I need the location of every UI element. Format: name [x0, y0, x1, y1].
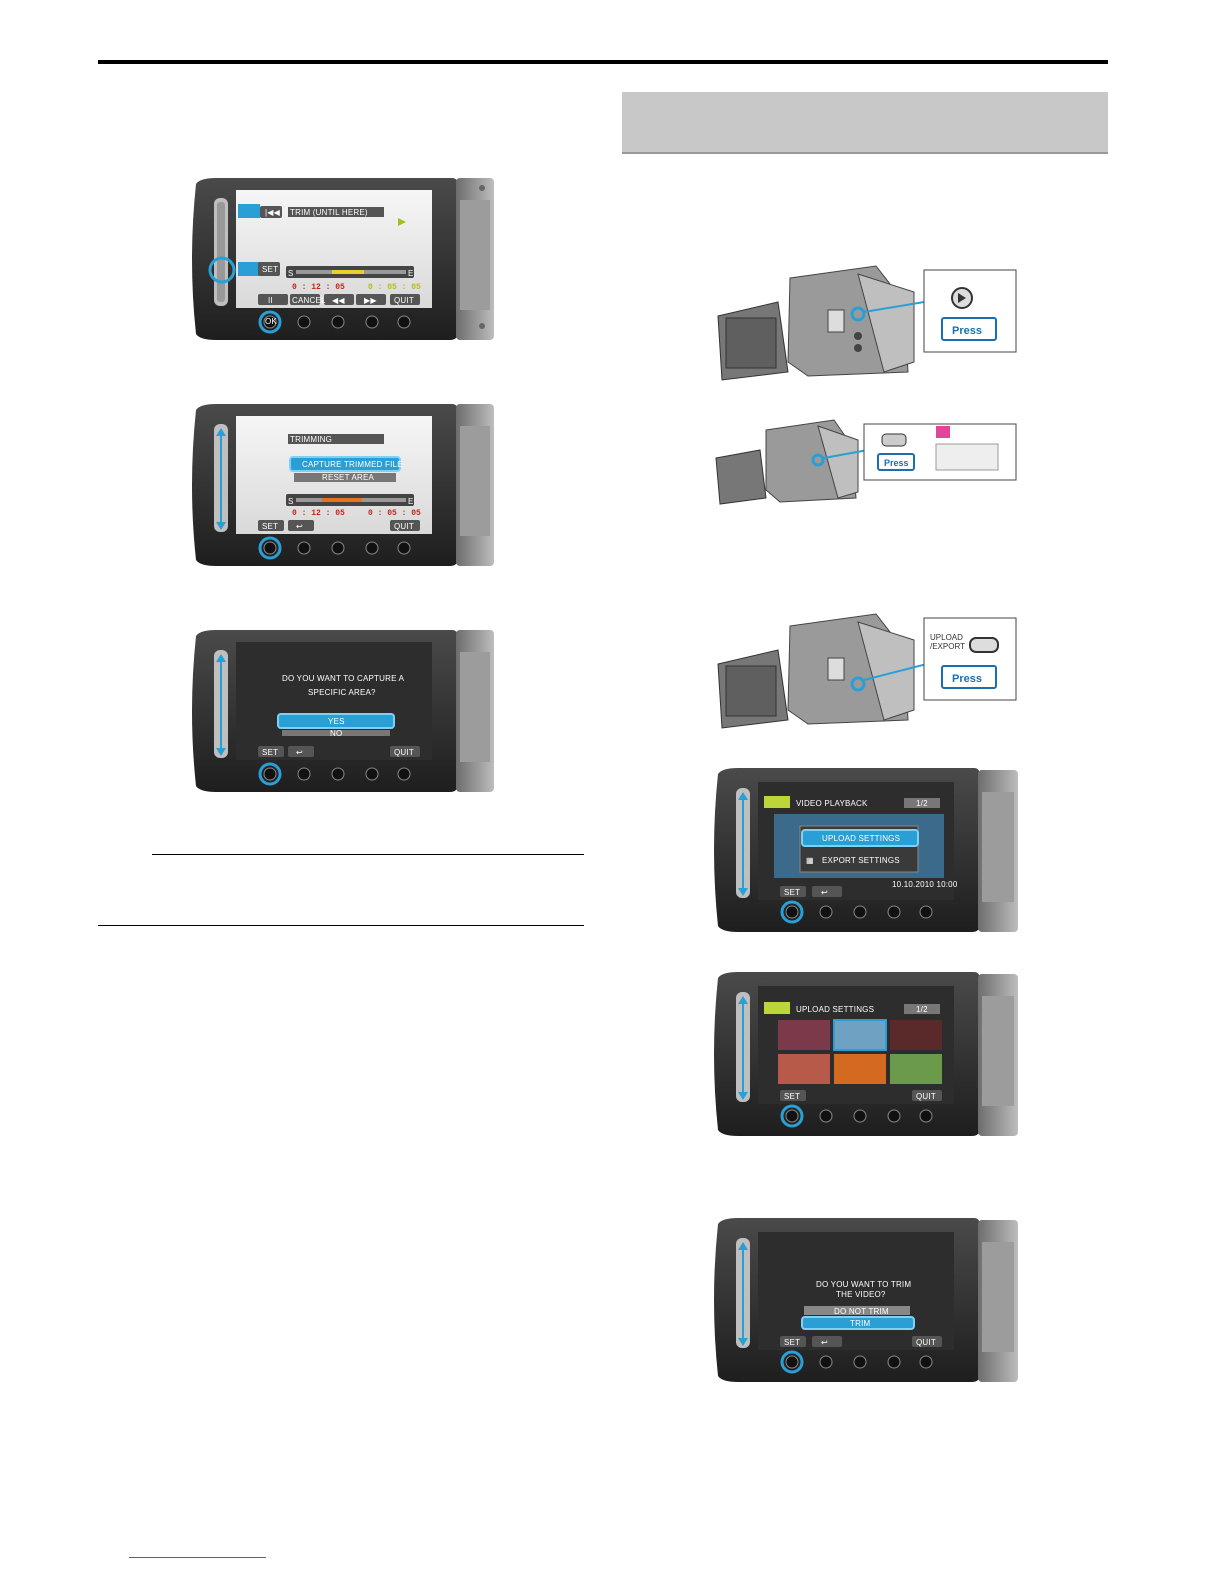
camcorder-playback-button-illustration: Press — [708, 262, 1020, 384]
panel4-title: VIDEO PLAYBACK — [796, 799, 868, 808]
panel3-question-line2: SPECIFIC AREA? — [308, 688, 376, 697]
panel1-title: TRIM (UNTIL HERE) — [290, 208, 368, 217]
back-icon[interactable]: ↩ — [296, 748, 303, 757]
panel5-title: UPLOAD SETTINGS — [796, 1005, 874, 1014]
panel3-set-button[interactable]: SET — [262, 748, 278, 757]
reset-area-option[interactable]: RESET AREA — [322, 473, 375, 482]
pause-button[interactable]: II — [268, 296, 273, 305]
section-heading-band — [622, 92, 1108, 154]
panel3-question-line1: DO YOU WANT TO CAPTURE A — [282, 674, 405, 683]
panel5-page: 1/2 — [916, 1005, 928, 1014]
top-rule — [98, 60, 1108, 64]
camcorder-upload-button-illustration: UPLOAD /EXPORT Press — [708, 610, 1020, 732]
hardware-buttons: OK — [258, 310, 411, 334]
upload-settings-option[interactable]: UPLOAD SETTINGS — [822, 834, 900, 843]
panel1-set[interactable]: SET — [262, 265, 278, 274]
yes-option[interactable]: YES — [328, 717, 345, 726]
panel6-question-line2: THE VIDEO? — [836, 1290, 886, 1299]
panel6-question-line1: DO YOU WANT TO TRIM — [816, 1280, 911, 1289]
panel4-set-button[interactable]: SET — [784, 888, 800, 897]
camera-screen-capture-area: DO YOU WANT TO CAPTURE A SPECIFIC AREA? … — [186, 628, 496, 794]
press-label: Press — [952, 325, 982, 337]
panel2-time-left: 0 : 12 : 05 — [292, 509, 345, 518]
back-icon[interactable]: ↩ — [296, 522, 303, 531]
trim-option[interactable]: TRIM — [850, 1319, 870, 1328]
upload-label-line1: UPLOAD — [930, 633, 963, 642]
panel4-page: 1/2 — [916, 799, 928, 808]
no-option[interactable]: NO — [330, 729, 342, 738]
back-icon[interactable]: ↩ — [821, 1338, 828, 1347]
panel2-scrub-end: E — [408, 497, 414, 506]
footer-link[interactable] — [129, 1557, 266, 1558]
panel4-datetime: 10.10.2010 10:00 — [892, 880, 958, 889]
back-icon[interactable]: ↩ — [821, 888, 828, 897]
quit-button[interactable]: QUIT — [394, 296, 414, 305]
panel1-time-left: 0 : 12 : 05 — [292, 283, 345, 292]
panel6-quit-button[interactable]: QUIT — [916, 1338, 936, 1347]
cancel-button[interactable]: CANCEL — [292, 296, 326, 305]
thumbnail-grid — [778, 1019, 942, 1084]
press-label-2: Press — [884, 458, 909, 468]
do-not-trim-option[interactable]: DO NOT TRIM — [834, 1307, 889, 1316]
press-label-3: Press — [952, 673, 982, 685]
forward-button[interactable]: ▶▶ — [364, 296, 377, 305]
ok-label: OK — [265, 317, 277, 326]
panel3-quit-button[interactable]: QUIT — [394, 748, 414, 757]
camera-screen-trim-question: DO YOU WANT TO TRIM THE VIDEO? DO NOT TR… — [708, 1216, 1020, 1384]
panel1-scrub-end: E — [408, 269, 414, 278]
upload-label-line2: /EXPORT — [930, 642, 965, 651]
panel5-set-button[interactable]: SET — [784, 1092, 800, 1101]
camera-screen-video-playback-menu: VIDEO PLAYBACK 1/2 UPLOAD SETTINGS ▦ EXP… — [708, 766, 1020, 934]
note-rule-top — [152, 854, 584, 855]
panel1-scrub-start: S — [288, 269, 294, 278]
panel1-buttons: II CANCEL ◀◀ ▶▶ QUIT — [258, 294, 420, 305]
panel2-title: TRIMMING — [290, 435, 332, 444]
capture-trimmed-file-option[interactable]: CAPTURE TRIMMED FILE — [302, 460, 403, 469]
panel2-time-right: 0 : 05 : 05 — [368, 509, 421, 518]
svg-text:|◀◀: |◀◀ — [265, 208, 281, 217]
export-settings-option[interactable]: EXPORT SETTINGS — [822, 856, 900, 865]
panel5-quit-button[interactable]: QUIT — [916, 1092, 936, 1101]
panel2-quit-button[interactable]: QUIT — [394, 522, 414, 531]
panel1-time-right: 0 : 05 : 05 — [368, 283, 421, 292]
panel2-set-button[interactable]: SET — [262, 522, 278, 531]
panel2-scrub-start: S — [288, 497, 294, 506]
film-icon: ▦ — [806, 856, 814, 865]
camera-screen-trim-until-here: |◀◀ TRIM (UNTIL HERE) SET S E 0 : 12 : 0… — [186, 176, 496, 342]
camera-screen-trimming: TRIMMING CAPTURE TRIMMED FILE RESET AREA… — [186, 402, 496, 568]
camcorder-mode-button-illustration: Press — [708, 416, 1020, 506]
panel6-set-button[interactable]: SET — [784, 1338, 800, 1347]
camera-screen-upload-settings: UPLOAD SETTINGS 1/2 SET QUIT — [708, 970, 1020, 1138]
note-rule-bottom — [98, 925, 584, 926]
rewind-button[interactable]: ◀◀ — [332, 296, 345, 305]
